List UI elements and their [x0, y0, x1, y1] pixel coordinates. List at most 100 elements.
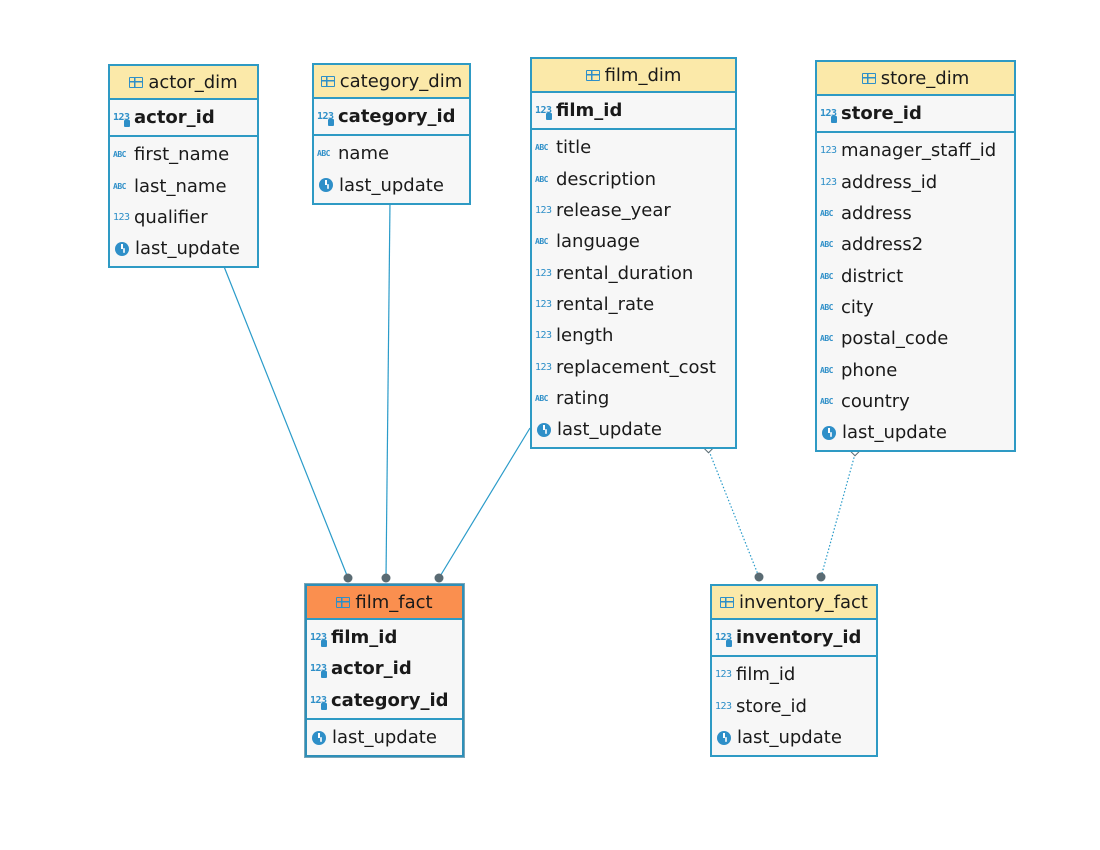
column-name: manager_staff_id [841, 140, 997, 162]
column-name: film_id [331, 627, 398, 649]
table-header[interactable]: actor_dim [110, 66, 257, 100]
table-header[interactable]: category_dim [314, 65, 469, 99]
link-film-dim-film-fact[interactable] [438, 427, 531, 579]
number-type-icon: 123 [535, 267, 552, 279]
column-name: last_name [134, 175, 227, 197]
number-type-icon: 123 [820, 145, 837, 157]
link-store-dim-inventory-fact[interactable] [820, 453, 856, 578]
link-film-dim-inventory-fact[interactable] [708, 450, 760, 578]
text-type-icon: ABC [820, 365, 833, 375]
column-row[interactable]: ABC postal_code [817, 323, 1014, 354]
column-row[interactable]: last_update [110, 233, 257, 264]
table-icon [585, 69, 600, 81]
column-row[interactable]: last_update [532, 414, 735, 445]
number-type-icon: 123 [715, 669, 732, 681]
link-end-dot [816, 572, 826, 582]
columns: last_update [307, 720, 462, 755]
column-name: actor_id [134, 107, 215, 129]
table-header[interactable]: film_fact [307, 586, 462, 620]
column-name: length [556, 325, 614, 347]
clock-icon [115, 241, 129, 256]
column-name: address [841, 203, 912, 225]
column-row[interactable]: last_update [307, 722, 462, 753]
table-name: inventory_fact [739, 591, 868, 613]
number-type-icon: 123 [535, 361, 552, 373]
column-row[interactable]: ABC title [532, 132, 735, 163]
column-name: address_id [841, 171, 938, 193]
clock-icon [312, 730, 326, 745]
column-name: title [556, 137, 592, 159]
column-name: postal_code [841, 328, 949, 350]
column-name: store_id [736, 695, 807, 717]
table-name: film_dim [604, 64, 682, 86]
table-name: category_dim [339, 70, 463, 92]
column-row[interactable]: 123 manager_staff_id [817, 135, 1014, 166]
column-row[interactable]: last_update [817, 417, 1014, 448]
clock-icon [319, 178, 333, 193]
text-type-icon: ABC [820, 302, 833, 312]
text-type-icon: ABC [820, 396, 833, 406]
text-type-icon: ABC [820, 334, 833, 344]
column-name: film_id [736, 664, 796, 686]
table-header[interactable]: store_dim [817, 62, 1014, 96]
column-name: last_update [842, 422, 947, 444]
column-name: replacement_cost [556, 356, 716, 378]
column-name: last_update [339, 174, 444, 196]
link-category-film-fact[interactable] [385, 200, 391, 579]
column-row[interactable]: last_update [712, 722, 876, 753]
table-name: actor_dim [148, 71, 238, 93]
column-row[interactable]: 123 replacement_cost [532, 351, 735, 382]
link-end-dot [754, 572, 764, 582]
column-row[interactable]: 123 film_id [712, 659, 876, 690]
table-header[interactable]: inventory_fact [712, 586, 876, 620]
link-actor-film-fact[interactable] [222, 263, 349, 579]
text-type-icon: ABC [535, 143, 548, 153]
column-row[interactable]: last_update [314, 170, 469, 201]
table-header[interactable]: film_dim [532, 59, 735, 93]
column-name: address2 [841, 234, 924, 256]
column-name: rental_rate [556, 293, 655, 315]
column-name: last_update [332, 727, 437, 749]
table-icon [861, 72, 876, 84]
column-name: last_update [557, 419, 662, 441]
